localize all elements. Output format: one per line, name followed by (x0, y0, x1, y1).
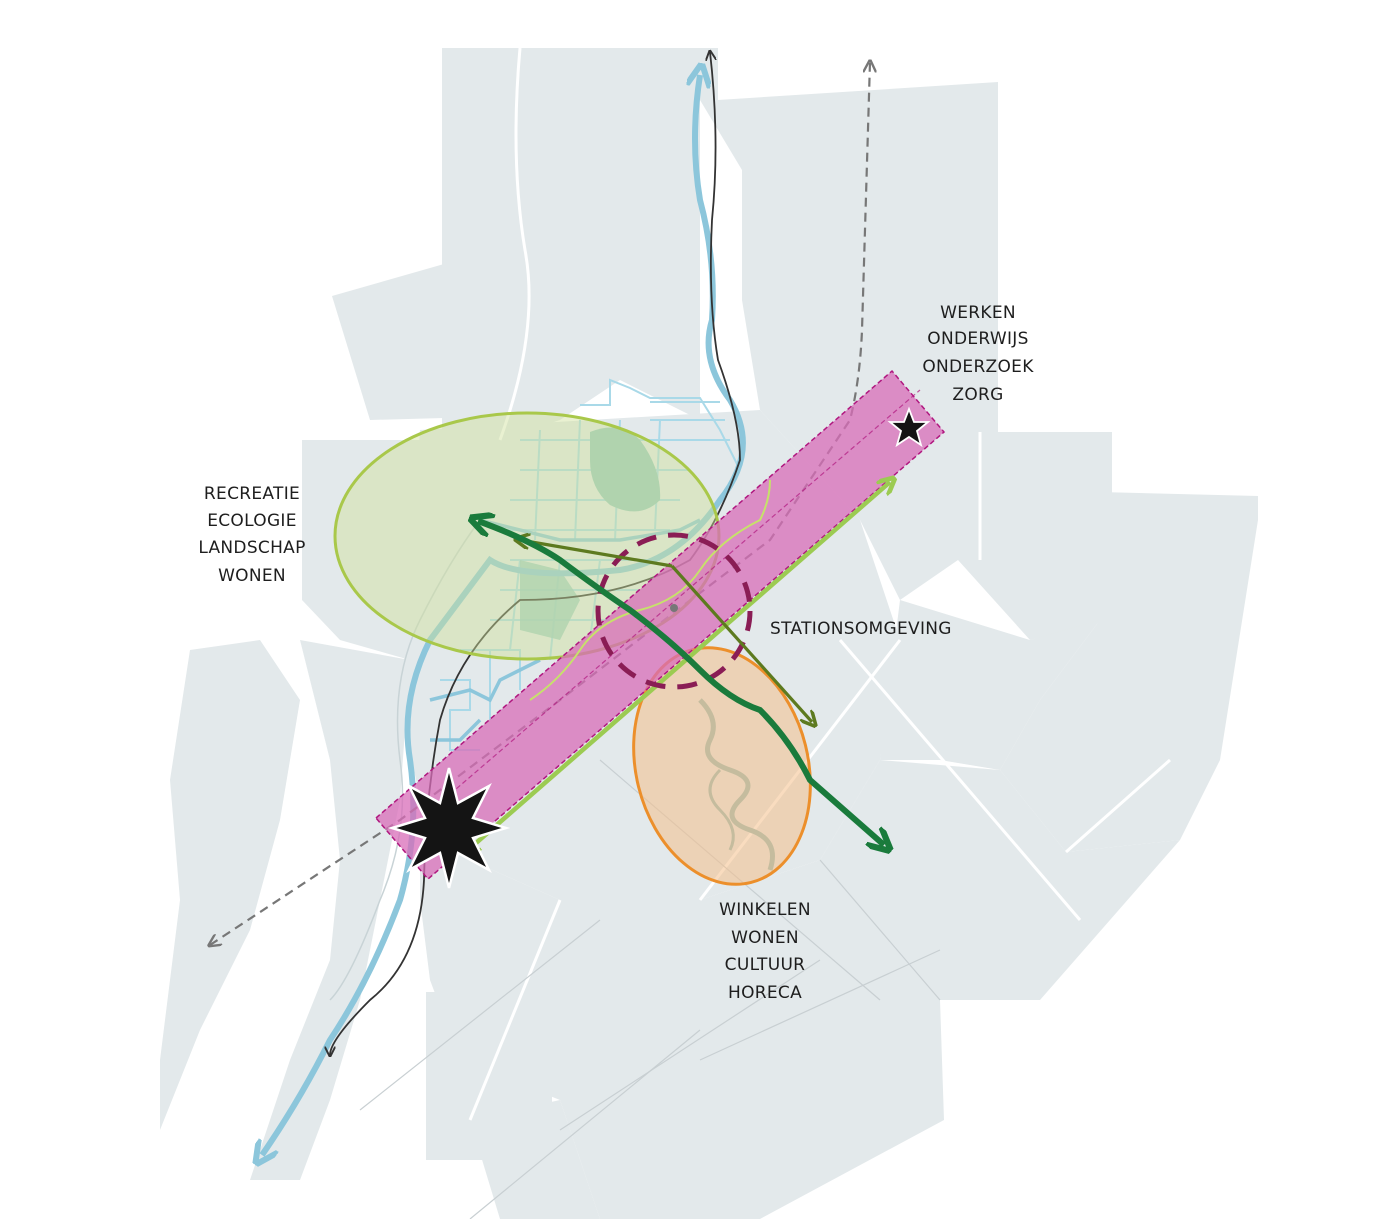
label-group-south: WINKELEN WONEN CULTUUR HORECA (719, 900, 811, 1003)
label-recreatie: RECREATIE (204, 484, 300, 504)
label-werken: WERKEN (940, 303, 1016, 323)
dark-green-arrow (478, 521, 884, 845)
label-wonen-west: WONEN (218, 566, 286, 586)
label-onderzoek: ONDERZOEK (922, 357, 1034, 377)
label-zorg: ZORG (952, 385, 1003, 405)
label-wonen-south: WONEN (731, 928, 799, 948)
star-icon-large (387, 767, 511, 889)
label-cultuur: CULTUUR (725, 955, 806, 975)
label-group-west: RECREATIE ECOLOGIE LANDSCHAP WONEN (198, 484, 305, 586)
label-landschap: LANDSCHAP (198, 538, 305, 558)
label-onderwijs: ONDERWIJS (927, 329, 1028, 349)
label-winkelen: WINKELEN (719, 900, 811, 920)
label-group-north-east: WERKEN ONDERWIJS ONDERZOEK ZORG (922, 303, 1034, 405)
label-horeca: HORECA (728, 983, 802, 1003)
star-icon-small (887, 406, 931, 448)
station-point (670, 604, 678, 612)
label-ecologie: ECOLOGIE (207, 511, 297, 531)
label-stationsomgeving: STATIONSOMGEVING (770, 619, 952, 639)
